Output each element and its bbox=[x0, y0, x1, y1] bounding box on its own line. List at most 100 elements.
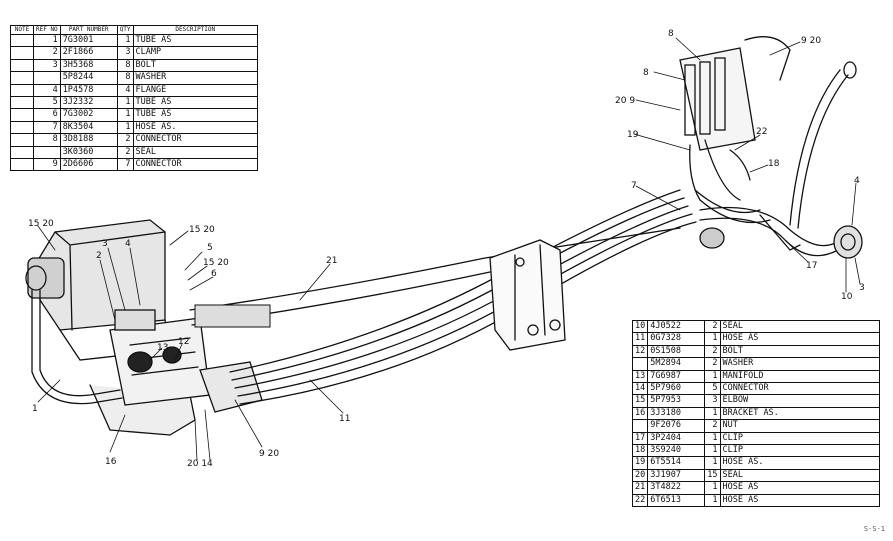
callout-4-right: 4 bbox=[854, 176, 860, 186]
cell-ref: 3 bbox=[33, 58, 61, 73]
cell-desc: WASHER bbox=[719, 357, 880, 371]
cell-part: 2F1866 bbox=[59, 46, 118, 60]
cell-desc: CLIP bbox=[719, 444, 880, 458]
cell-part: 5P7953 bbox=[647, 394, 706, 408]
cell-part: 3S9240 bbox=[647, 444, 706, 458]
cell-ref: 20 bbox=[631, 468, 649, 483]
cell-part: 3T4822 bbox=[647, 481, 706, 495]
cell-ref: 12 bbox=[631, 344, 649, 359]
cell-qty: 8 bbox=[116, 71, 134, 85]
callout-8: 8 bbox=[643, 68, 649, 78]
cell-ref bbox=[631, 357, 649, 371]
cell-qty: 4 bbox=[116, 83, 134, 98]
cell-part: 7G3002 bbox=[59, 108, 118, 122]
callout-20-14: 20 14 bbox=[187, 459, 213, 469]
callout-5: 5 bbox=[207, 243, 213, 253]
cell-desc: BRACKET AS. bbox=[719, 406, 880, 421]
cell-ref: 10 bbox=[631, 319, 649, 334]
connector-block bbox=[199, 361, 263, 413]
cell-qty: 1 bbox=[704, 406, 721, 421]
callout-3-right: 3 bbox=[859, 283, 865, 293]
cell-ref: 15 bbox=[631, 394, 649, 408]
tube-1 bbox=[39, 289, 121, 397]
cell-part: 3H5368 bbox=[59, 58, 118, 73]
manifold-13 bbox=[109, 309, 211, 406]
drawing-id: S-S-1 bbox=[863, 525, 885, 533]
cell-ref bbox=[33, 145, 61, 160]
cell-qty: 2 bbox=[704, 419, 721, 433]
cell-ref: 2 bbox=[33, 46, 61, 60]
cell-part: 3K0360 bbox=[59, 145, 118, 160]
cell-qty: 1 bbox=[704, 456, 721, 470]
cell-part: 0S1508 bbox=[647, 344, 706, 359]
parts-table-header: NOTE REF NO PART NUMBER QTY DESCRIPTION bbox=[10, 25, 259, 35]
cell-desc: SEAL bbox=[132, 145, 259, 160]
callout-6: 6 bbox=[211, 269, 217, 279]
parts-list-table-1: NOTE REF NO PART NUMBER QTY DESCRIPTION … bbox=[10, 25, 259, 172]
callout-4: 4 bbox=[125, 239, 131, 249]
cell-desc: TUBE AS bbox=[132, 33, 259, 48]
cell-qty: 1 bbox=[704, 369, 721, 384]
cell-ref: 8 bbox=[33, 133, 61, 147]
cell-ref: 14 bbox=[631, 382, 649, 396]
callout-8-top: 8 bbox=[668, 29, 674, 39]
cell-qty: 3 bbox=[116, 46, 134, 60]
pump-body bbox=[25, 219, 171, 361]
cell-ref: 21 bbox=[631, 481, 649, 495]
clamp-center bbox=[489, 239, 566, 351]
col-note: NOTE bbox=[10, 25, 34, 35]
cell-qty: 2 bbox=[704, 319, 721, 334]
cell-ref: 9 bbox=[33, 158, 61, 172]
cell-desc: HOSE AS bbox=[719, 332, 880, 346]
callout-20-9: 20 9 bbox=[615, 96, 635, 106]
cell-part: 3D8188 bbox=[59, 133, 118, 147]
cell-desc: WASHER bbox=[132, 71, 259, 85]
cell-part: 4J0522 bbox=[647, 319, 706, 334]
cell-ref: 16 bbox=[631, 406, 649, 421]
cell-note bbox=[10, 145, 34, 160]
callout-22: 22 bbox=[756, 127, 767, 137]
cell-qty: 1 bbox=[116, 96, 134, 110]
callout-12: 12 bbox=[178, 337, 189, 347]
cell-ref: 17 bbox=[631, 431, 649, 446]
cell-note bbox=[10, 120, 34, 135]
cell-qty: 1 bbox=[704, 444, 721, 458]
cell-part: 3P2404 bbox=[647, 431, 706, 446]
cell-note bbox=[10, 108, 34, 122]
cell-qty: 1 bbox=[704, 431, 721, 446]
cell-note bbox=[10, 158, 34, 172]
cell-desc: CLIP bbox=[719, 431, 880, 446]
cell-desc: FLANGE bbox=[132, 83, 259, 98]
cell-desc: SEAL bbox=[719, 468, 880, 483]
cell-desc: HOSE AS. bbox=[132, 120, 259, 135]
callout-9-20-bottom: 9 20 bbox=[259, 449, 279, 459]
cell-note bbox=[10, 46, 34, 60]
callout-18: 18 bbox=[768, 159, 780, 169]
callout-16: 16 bbox=[105, 457, 117, 467]
cell-part: 1P4578 bbox=[59, 83, 118, 98]
callout-11: 11 bbox=[339, 414, 350, 424]
cell-ref: 11 bbox=[631, 332, 649, 346]
cell-ref bbox=[33, 71, 61, 85]
cell-ref: 19 bbox=[631, 456, 649, 470]
cell-desc: CONNECTOR bbox=[719, 382, 880, 396]
cell-qty: 2 bbox=[704, 344, 721, 359]
